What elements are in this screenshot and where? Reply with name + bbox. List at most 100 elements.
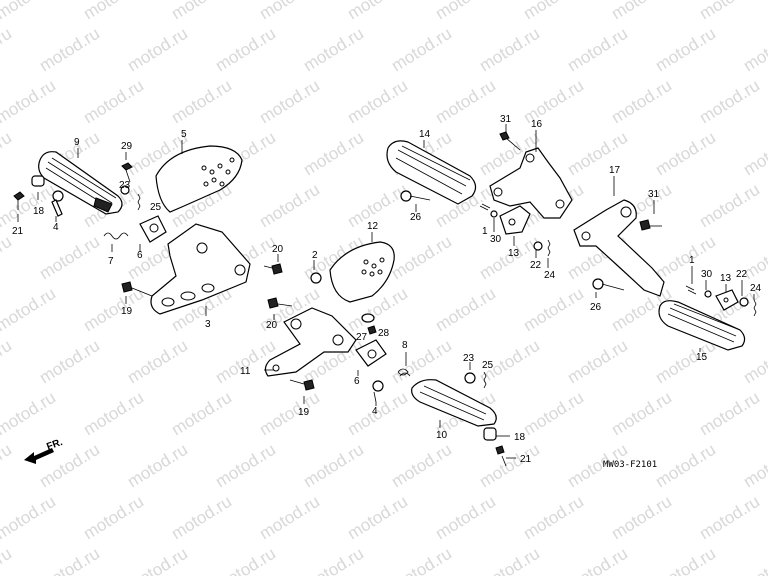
watermark-text: motod.ru (608, 76, 675, 128)
watermark-text: motod.ru (168, 492, 235, 544)
watermark-text: motod.ru (520, 0, 587, 23)
watermark-text: motod.ru (652, 440, 719, 492)
part-2-nut (310, 272, 322, 284)
part-28-bolt (367, 325, 377, 335)
label-22: 22 (530, 260, 542, 271)
part-27-pin (361, 313, 375, 323)
label-6: 6 (137, 250, 143, 261)
label-30: 30 (490, 234, 502, 245)
label-11: 11 (240, 366, 251, 377)
watermark-text: motod.ru (344, 0, 411, 23)
label-22b: 22 (736, 269, 748, 280)
label-17: 17 (609, 165, 621, 176)
part-21-bolt (13, 191, 25, 210)
part-31-right-bolt (639, 219, 662, 231)
watermark-text: motod.ru (520, 388, 587, 440)
label-1b: 1 (689, 255, 695, 266)
watermark-text: motod.ru (476, 24, 543, 76)
part-6-lower-pivot (355, 339, 387, 367)
watermark-text: motod.ru (520, 492, 587, 544)
label-19b: 19 (298, 407, 310, 418)
watermark-text: motod.ru (0, 24, 15, 76)
watermark-text: motod.ru (476, 544, 543, 576)
watermark-text: motod.ru (300, 544, 367, 576)
watermark-text: motod.ru (0, 180, 59, 232)
part-29-bolt (121, 162, 133, 183)
label-18: 18 (33, 206, 45, 217)
part-23-lower-nut (464, 372, 476, 384)
part-30-washer (490, 210, 498, 218)
label-14: 14 (419, 129, 431, 140)
part-26-right-bolt (592, 278, 625, 291)
part-9-footpeg (38, 151, 123, 215)
watermark-text: motod.ru (344, 492, 411, 544)
label-29: 29 (121, 141, 133, 152)
part-5-heel-guard (155, 145, 243, 213)
watermark-text: motod.ru (652, 544, 719, 576)
part-12-heel-guard (329, 241, 395, 303)
part-17-bracket (573, 199, 665, 297)
watermark-text: motod.ru (36, 544, 103, 576)
watermark-text: motod.ru (124, 544, 191, 576)
part-25-lower-spring (483, 371, 487, 389)
watermark-text: motod.ru (696, 388, 763, 440)
label-5: 5 (181, 129, 187, 140)
part-22-washer (533, 241, 543, 251)
label-13: 13 (508, 248, 520, 259)
part-labels: 9 18 21 4 29 23 25 5 7 6 19 3 20 2 12 20… (12, 114, 762, 465)
label-26: 26 (410, 212, 422, 223)
watermark-text: motod.ru (168, 0, 235, 23)
watermark-text: motod.ru (432, 0, 499, 23)
watermark-text: motod.ru (80, 492, 147, 544)
watermark-text: motod.ru (0, 232, 15, 284)
part-25-spring (137, 193, 141, 211)
label-4b: 4 (372, 406, 378, 417)
part-1-right-pin (685, 285, 697, 295)
label-23b: 23 (463, 353, 475, 364)
part-22-right-washer (739, 297, 749, 307)
watermark-text: motod.ru (168, 388, 235, 440)
watermark-text: motod.ru (432, 492, 499, 544)
label-31b: 31 (648, 189, 660, 200)
watermark-text: motod.ru (608, 388, 675, 440)
front-label: FR. (45, 437, 64, 453)
watermark-text: motod.ru (0, 336, 15, 388)
part-24-spring (547, 239, 551, 257)
watermark-text: motod.ru (564, 544, 631, 576)
watermark-text: motod.ru (256, 492, 323, 544)
label-8: 8 (402, 340, 408, 351)
label-27: 27 (356, 332, 368, 343)
label-30b: 30 (701, 269, 713, 280)
watermark-text: motod.ru (168, 76, 235, 128)
watermark-text: motod.ru (652, 336, 719, 388)
part-6-pivot (139, 215, 167, 243)
watermark-text: motod.ru (256, 388, 323, 440)
watermark-text: motod.ru (0, 492, 59, 544)
watermark-text: motod.ru (432, 76, 499, 128)
label-18b: 18 (514, 432, 526, 443)
watermark-text: motod.ru (520, 284, 587, 336)
watermark-text: motod.ru (212, 440, 279, 492)
label-3: 3 (205, 319, 211, 330)
label-31: 31 (500, 114, 512, 125)
watermark-text: motod.ru (256, 76, 323, 128)
part-10-footpeg (411, 379, 497, 427)
watermark-text: motod.ru (696, 0, 763, 23)
watermark-text: motod.ru (652, 24, 719, 76)
watermark-text: motod.ru (0, 0, 59, 23)
part-4-pin (51, 190, 64, 217)
label-21: 21 (12, 226, 24, 237)
label-10: 10 (436, 430, 448, 441)
label-26b: 26 (590, 302, 602, 313)
watermark-text: motod.ru (80, 0, 147, 23)
part-23-nut (120, 185, 130, 195)
watermark-text: motod.ru (388, 24, 455, 76)
label-15: 15 (696, 352, 708, 363)
part-20-lower-bolt (267, 297, 293, 309)
watermark-text: motod.ru (80, 284, 147, 336)
label-24b: 24 (750, 283, 762, 294)
label-9: 9 (74, 137, 80, 148)
watermark-text: motod.ru (36, 336, 103, 388)
